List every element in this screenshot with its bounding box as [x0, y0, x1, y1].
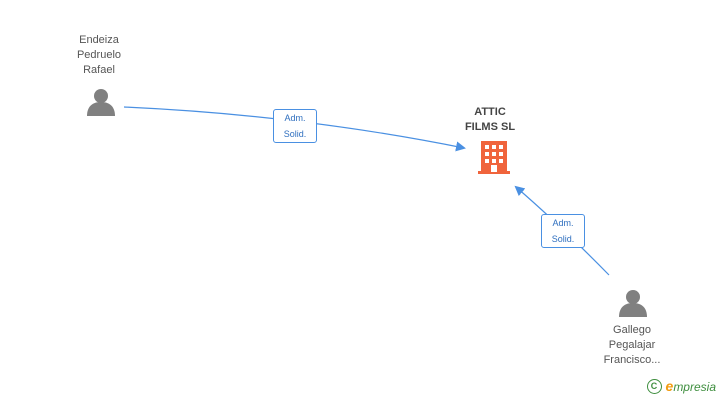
- person-top-name[interactable]: Endeiza Pedruelo Rafael: [66, 33, 132, 78]
- person-bottom-icon[interactable]: [619, 290, 647, 317]
- edge-top-role-line-1: Adm.: [284, 113, 306, 123]
- person-bottom-name-line-1: Gallego: [613, 324, 651, 336]
- person-bottom-name[interactable]: Gallego Pegalajar Francisco...: [592, 323, 672, 368]
- edge-top-role-badge: Adm. Solid.: [273, 109, 317, 143]
- company-name-line-2: FILMS SL: [464, 121, 516, 133]
- edge-bottom-role-badge: Adm. Solid.: [541, 214, 585, 248]
- company-name-line-1: ATTIC: [474, 106, 506, 118]
- edge-bottom-role-line-2: Solid.: [551, 234, 575, 244]
- person-top-icon[interactable]: [87, 89, 115, 116]
- company-building-icon[interactable]: [478, 141, 510, 174]
- edge-top-role-line-2: Solid.: [283, 129, 307, 139]
- copyright-icon: C: [646, 378, 662, 394]
- brand-logo: empresia: [665, 378, 716, 394]
- person-top-name-line-3: Rafael: [83, 64, 115, 76]
- edge-bottom-role-line-1: Adm.: [552, 218, 574, 228]
- company-name[interactable]: ATTIC FILMS SL: [450, 105, 530, 135]
- person-top-name-line-2: Pedruelo: [76, 49, 122, 61]
- person-top-name-line-1: Endeiza: [79, 34, 119, 46]
- person-bottom-name-line-3: Francisco...: [603, 354, 661, 366]
- person-bottom-name-line-2: Pegalajar: [608, 339, 656, 351]
- empresia-watermark: C empresia: [646, 378, 716, 394]
